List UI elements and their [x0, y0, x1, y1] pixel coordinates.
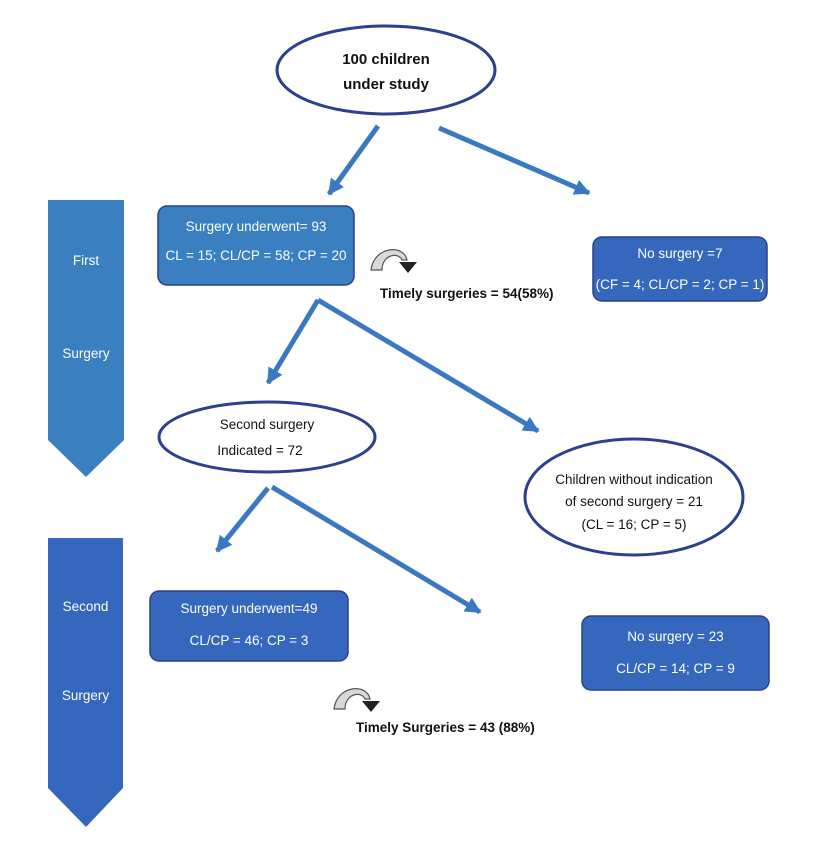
second-indicated-line1: Second surgery — [219, 417, 315, 432]
surgery-underwent-93-line1: Surgery underwent= 93 — [185, 219, 327, 234]
arrow-indicated-to-second-surgery — [215, 486, 270, 553]
timely-surgeries-second: Timely Surgeries = 43 (88%) — [356, 720, 535, 735]
start-line1: 100 children — [342, 51, 430, 68]
phase-second-label: Second — [62, 599, 109, 614]
arrow-surgery-to-second-indicated — [265, 298, 321, 385]
arrow-indicated-to-no-surgery — [270, 484, 482, 615]
no-surgery-23-line2: CL/CP = 14; CP = 9 — [616, 661, 735, 676]
no-surgery-23-line1: No surgery = 23 — [627, 629, 724, 644]
curved-arrow-icon — [370, 249, 417, 273]
no-indication-ellipse — [523, 437, 745, 557]
start-ellipse — [275, 24, 497, 116]
timely-surgeries-first: Timely surgeries = 54(58%) — [380, 286, 554, 301]
phase-arrow-first-surgery — [48, 200, 124, 477]
phase-arrow-second-surgery — [48, 538, 123, 827]
no-indication-line3: (CL = 16; CP = 5) — [581, 517, 687, 532]
arrow-start-to-surgery — [326, 124, 381, 196]
second-surgery-indicated-ellipse — [157, 400, 377, 474]
phase-first-sublabel: Surgery — [62, 346, 110, 361]
surgery-underwent-49-box — [149, 590, 349, 662]
phase-first-label: First — [72, 253, 100, 268]
surgery-underwent-93-box — [157, 205, 355, 286]
arrow-start-to-no-surgery — [438, 125, 591, 196]
no-indication-line2: of second surgery = 21 — [565, 494, 703, 509]
no-surgery-7-line1: No surgery =7 — [637, 246, 723, 261]
arrow-surgery-to-no-indication — [316, 297, 540, 434]
phase-second-sublabel: Surgery — [61, 688, 110, 703]
start-line2: under study — [343, 76, 429, 93]
surgery-underwent-93-line2: CL = 15; CL/CP = 58; CP = 20 — [165, 248, 347, 263]
surgery-underwent-49-line2: CL/CP = 46; CP = 3 — [189, 633, 309, 648]
no-surgery-23-box — [581, 615, 770, 691]
no-surgery-7-line2: (CF = 4; CL/CP = 2; CP = 1) — [595, 277, 765, 292]
no-surgery-7-box — [592, 236, 768, 302]
curved-arrow-icon — [333, 688, 380, 712]
second-indicated-line2: Indicated = 72 — [217, 443, 303, 458]
surgery-underwent-49-line1: Surgery underwent=49 — [180, 601, 318, 616]
no-indication-line1: Children without indication — [555, 472, 713, 487]
